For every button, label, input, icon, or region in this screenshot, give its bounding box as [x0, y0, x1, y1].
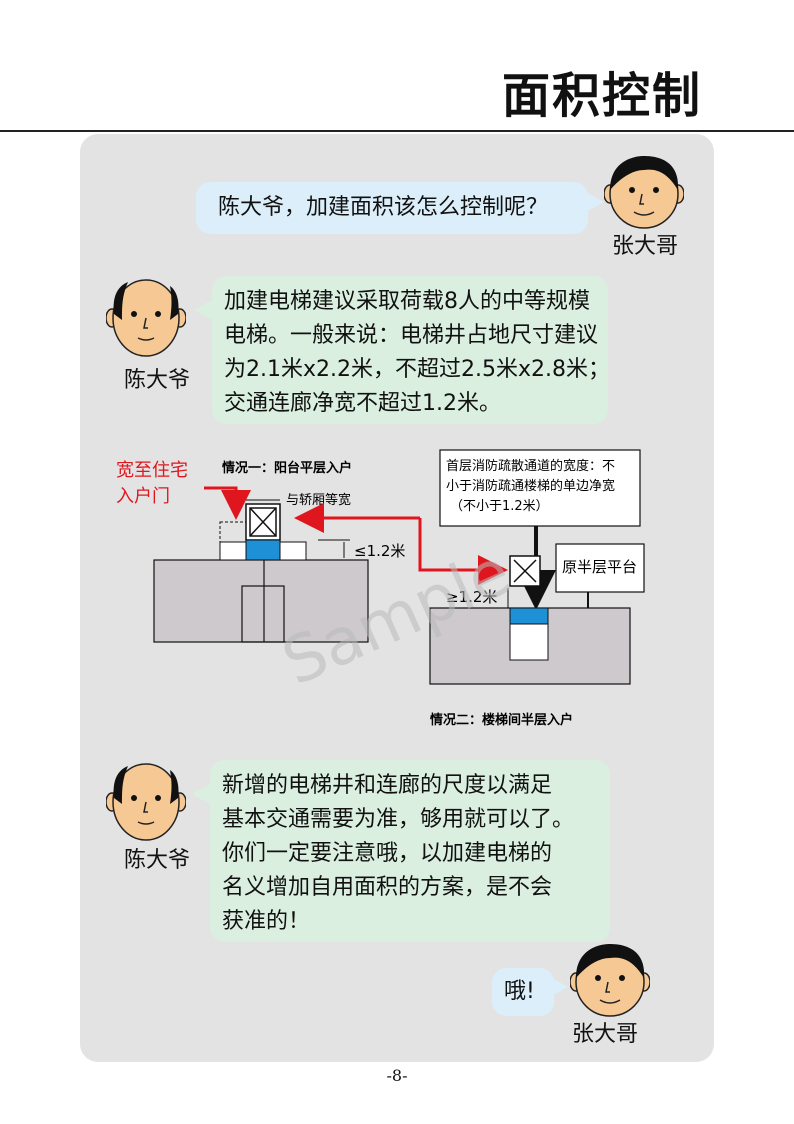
lift-car-left [249, 507, 277, 537]
red-note-line2: 入户门 [116, 486, 170, 507]
lift-cross-right-2 [513, 559, 537, 583]
same-width-label: 与轿厢等宽 [286, 492, 351, 508]
red-note-arrow [204, 486, 251, 520]
answer2-line-5: 获准的！ [222, 909, 311, 934]
reply-text: 哦! [504, 979, 535, 1004]
answer2-line-2: 基本交通需要为准，够用就可以了。 [222, 807, 575, 832]
case2-title: 情况二：楼梯间半层入户 [430, 712, 573, 728]
page-number: -8- [386, 1066, 408, 1085]
answer1-line-3: 为2.1米x2.2米，不超过2.5米x2.8米； [224, 357, 610, 382]
building-left [153, 559, 369, 643]
door-left [241, 585, 285, 643]
answer2-line-1: 新增的电梯井和连廊的尺度以满足 [222, 773, 553, 798]
balcony-dashed-outline [219, 521, 247, 543]
lift-cross-left-2 [249, 507, 277, 537]
landing-label: 原半层平台 [562, 558, 637, 576]
entry-diagram: 情况一：阳台平层入户 宽至住宅 入户门 与轿厢等宽 ≤1.2米 首层消防疏散通道… [116, 449, 645, 728]
question-bubble-tail [586, 192, 604, 212]
fire-note-line3: （不小于1.2米） [450, 499, 549, 514]
title-divider [0, 130, 794, 132]
question-bubble: 陈大爷，加建面积该怎么控制呢？ [196, 182, 588, 234]
speaker-name-zhang-2: 张大哥 [572, 1022, 639, 1047]
door-swing-left-a [219, 541, 247, 561]
answer2-line-4: 名义增加自用面积的方案，是不会 [222, 875, 553, 900]
fire-note-box [439, 449, 641, 527]
corridor-right [509, 607, 549, 625]
chen-avatar-icon [106, 279, 186, 357]
speaker-name-chen: 陈大爷 [124, 368, 191, 393]
red-connector-arrow-right [418, 518, 508, 585]
case1-title: 情况一：阳台平层入户 [222, 460, 352, 476]
answer1-line-1: 加建电梯建议采取荷载8人的中等规模 [224, 289, 590, 314]
reply-bubble-tail [552, 978, 568, 996]
dim-left-label: ≤1.2米 [354, 542, 405, 560]
red-note-line1: 宽至住宅 [116, 460, 188, 481]
fire-note-line1: 首层消防疏散通道的宽度：不 [446, 458, 615, 474]
answer-bubble-2-tail [192, 784, 210, 804]
stair-entry-right [509, 623, 549, 661]
answer1-line-2: 电梯。一般来说：电梯井占地尺寸建议 [224, 323, 599, 348]
speaker-name-chen-2: 陈大爷 [124, 848, 191, 873]
speaker-name-zhang: 张大哥 [612, 234, 679, 259]
answer-bubble-1: 加建电梯建议采取荷载8人的中等规模 电梯。一般来说：电梯井占地尺寸建议 为2.1… [212, 276, 610, 424]
reply-bubble: 哦! [492, 968, 554, 1016]
corridor-left [245, 539, 281, 561]
zhang-avatar-icon-2 [570, 944, 650, 1017]
landing-box [555, 543, 645, 593]
dim-right-label: ≥1.2米 [446, 588, 497, 606]
chen-avatar-icon-2 [106, 763, 186, 841]
answer1-line-4: 交通连廊净宽不超过1.2米。 [224, 391, 501, 416]
zhang-avatar-icon [604, 156, 684, 229]
door-swing-left-b [279, 541, 307, 561]
fire-note-line2: 小于消防疏通楼梯的单边净宽 [446, 478, 615, 494]
question-text: 陈大爷，加建面积该怎么控制呢？ [218, 195, 549, 220]
answer2-line-3: 你们一定要注意哦，以加建电梯的 [222, 841, 553, 866]
answer-bubble-1-tail [194, 300, 212, 320]
page-title: 面积控制 [501, 68, 702, 124]
answer-bubble-2: 新增的电梯井和连廊的尺度以满足 基本交通需要为准，够用就可以了。 你们一定要注意… [210, 760, 610, 942]
